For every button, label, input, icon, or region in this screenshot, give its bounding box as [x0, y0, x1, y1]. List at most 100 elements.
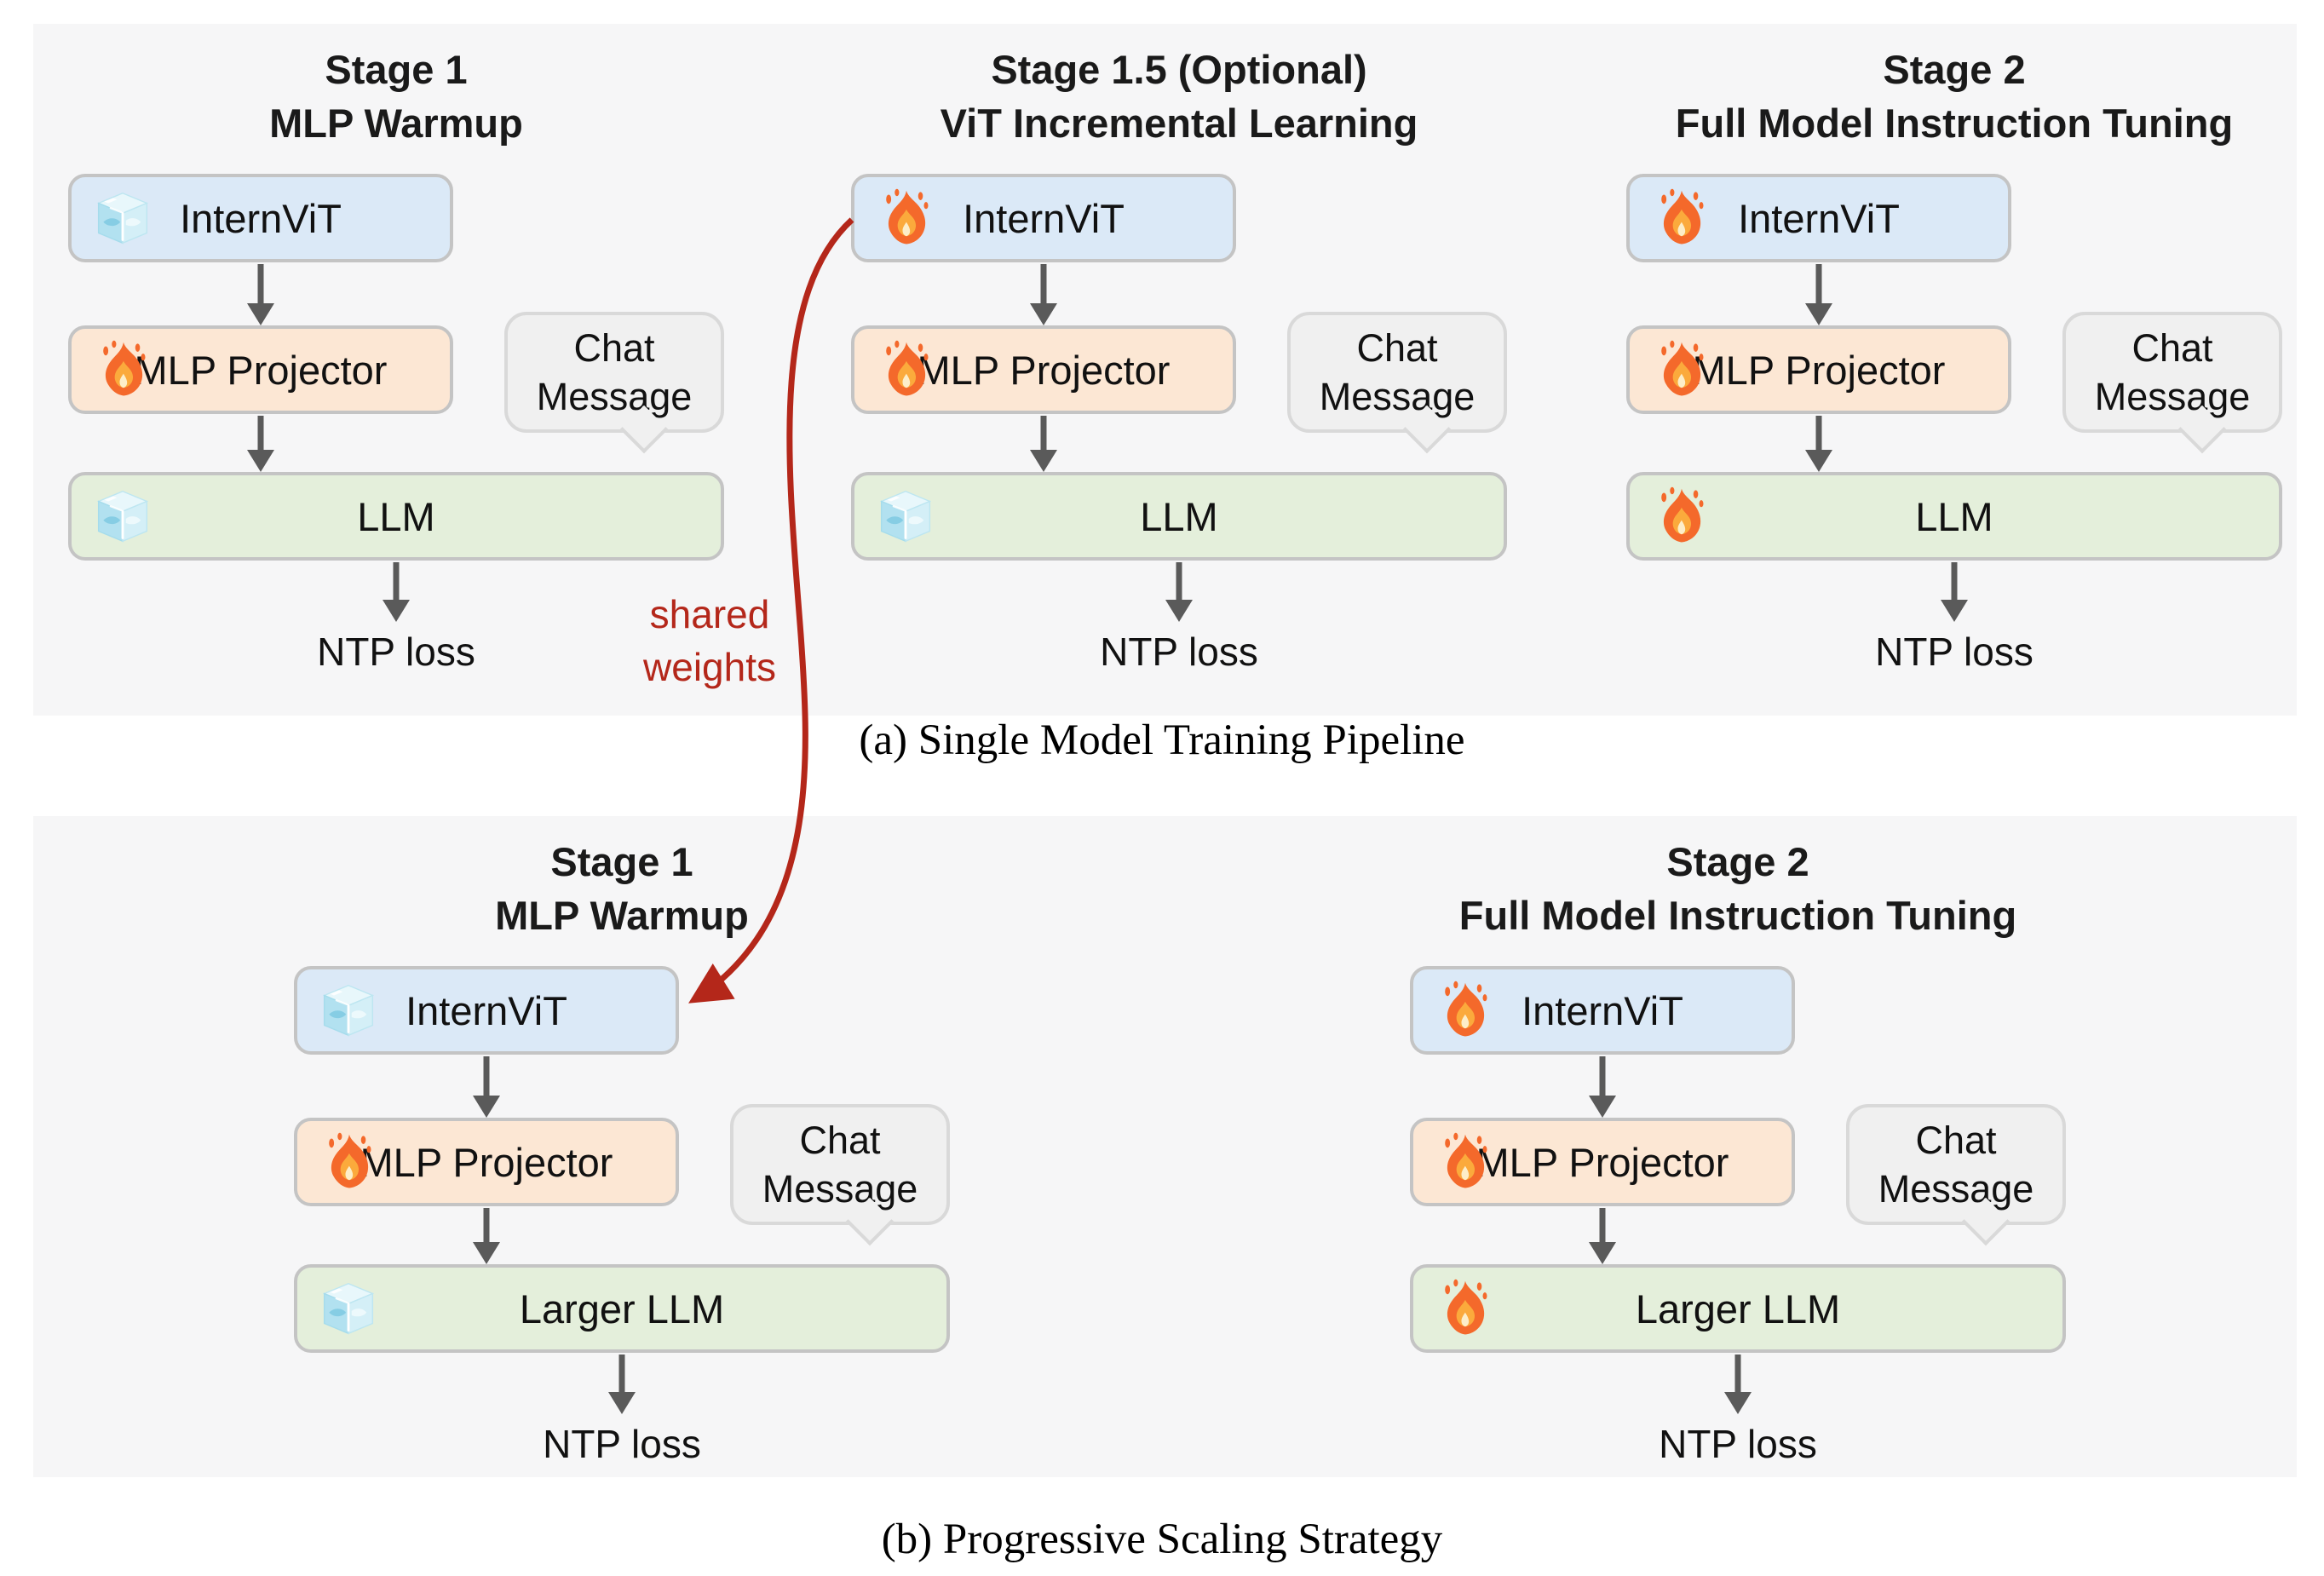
chat-line1: Chat: [573, 326, 655, 370]
fire-icon: [319, 1131, 377, 1193]
ice-cube-icon: [94, 187, 152, 249]
stage-title: Stage 2 Full Model Instruction Tuning: [1410, 835, 2066, 942]
stage-column: Stage 1 MLP Warmup InternViT MLP Project…: [294, 816, 950, 1467]
stage-title-line2: MLP Warmup: [269, 101, 523, 146]
block-label: InternViT: [963, 195, 1125, 241]
down-arrow: [1410, 1353, 2066, 1414]
ice-cube-icon: [319, 1278, 377, 1339]
projector-row: MLP Projector Chat Message: [1410, 1104, 2066, 1225]
stage-title-line2: ViT Incremental Learning: [940, 101, 1418, 146]
block-label: MLP Projector: [360, 1139, 613, 1185]
panel-a-caption: (a) Single Model Training Pipeline: [859, 716, 1465, 764]
chat-message-bubble: Chat Message: [1287, 312, 1507, 433]
panel-b-caption: (b) Progressive Scaling Strategy: [881, 1516, 1443, 1563]
mlp-projector-block: MLP Projector: [1410, 1118, 1795, 1206]
down-arrow: [294, 1206, 679, 1264]
ice-cube-icon: [94, 486, 152, 547]
ice-cube-icon: [94, 486, 152, 547]
down-arrow: [1626, 262, 2011, 325]
down-arrow: [1410, 1206, 1795, 1264]
ice-cube-icon: [319, 980, 377, 1041]
internvit-block: InternViT: [851, 174, 1236, 262]
ntp-loss-label: NTP loss: [1875, 630, 2034, 674]
mlp-projector-block: MLP Projector: [851, 325, 1236, 414]
fire-icon: [1652, 486, 1710, 547]
block-label: Larger LLM: [1635, 1286, 1841, 1332]
down-arrow: [1626, 414, 2011, 472]
down-arrow: [851, 414, 1236, 472]
panel-a-single-model-pipeline: Stage 1 MLP Warmup InternViT MLP Project…: [33, 24, 2297, 716]
projector-row: MLP Projector Chat Message: [1626, 312, 2282, 433]
fire-icon: [1435, 980, 1493, 1041]
block-label: MLP Projector: [134, 347, 388, 393]
block-label: InternViT: [406, 987, 567, 1033]
stage-title-line2: MLP Warmup: [495, 893, 749, 938]
stage-title-line1: Stage 2: [1666, 839, 1809, 884]
shared-weights-label: shared weights: [636, 588, 783, 693]
chat-line2: Message: [2094, 375, 2251, 418]
block-label: LLM: [357, 493, 435, 539]
stage-title-line1: Stage 2: [1883, 47, 2026, 92]
block-label: InternViT: [180, 195, 342, 241]
internvit-block: InternViT: [68, 174, 453, 262]
stage-column: Stage 2 Full Model Instruction Tuning In…: [1626, 24, 2282, 675]
llm-block: Larger LLM: [294, 1264, 950, 1353]
fire-icon: [1435, 1131, 1493, 1193]
ice-cube-icon: [319, 980, 377, 1041]
fire-icon: [1652, 339, 1710, 400]
stage-title: Stage 2 Full Model Instruction Tuning: [1626, 43, 2282, 150]
block-label: InternViT: [1738, 195, 1900, 241]
internvit-block: InternViT: [294, 966, 679, 1055]
ice-cube-icon: [319, 1278, 377, 1339]
down-arrow: [294, 1353, 950, 1414]
chat-message-bubble: Chat Message: [2062, 312, 2282, 433]
fire-icon: [1652, 187, 1710, 249]
block-label: MLP Projector: [1476, 1139, 1729, 1185]
chat-line1: Chat: [1915, 1119, 1997, 1162]
chat-line2: Message: [1319, 375, 1476, 418]
block-label: InternViT: [1522, 987, 1683, 1033]
stage-title: Stage 1 MLP Warmup: [68, 43, 724, 150]
projector-row: MLP Projector Chat Message: [294, 1104, 950, 1225]
chat-line2: Message: [1878, 1167, 2034, 1211]
down-arrow: [1626, 561, 2282, 622]
stage-title-line1: Stage 1: [325, 47, 468, 92]
chat-line1: Chat: [799, 1119, 881, 1162]
stage-column: Stage 1.5 (Optional) ViT Incremental Lea…: [851, 24, 1507, 675]
ntp-loss-label: NTP loss: [543, 1422, 701, 1466]
down-arrow: [1410, 1055, 1795, 1118]
llm-block: LLM: [851, 472, 1507, 561]
fire-icon: [877, 339, 935, 400]
fire-icon: [1435, 1278, 1493, 1339]
chat-line2: Message: [762, 1167, 918, 1211]
stage-column: Stage 2 Full Model Instruction Tuning In…: [1410, 816, 2066, 1467]
panel-b-progressive-scaling: Stage 1 MLP Warmup InternViT MLP Project…: [33, 816, 2297, 1477]
stage-column: Stage 1 MLP Warmup InternViT MLP Project…: [68, 24, 724, 675]
ice-cube-icon: [877, 486, 935, 547]
fire-icon: [94, 339, 152, 400]
fire-icon: [1435, 1278, 1493, 1339]
chat-message-bubble: Chat Message: [730, 1104, 950, 1225]
fire-icon: [877, 339, 935, 400]
block-label: Larger LLM: [519, 1286, 725, 1332]
down-arrow: [68, 561, 724, 622]
chat-message-bubble: Chat Message: [1846, 1104, 2066, 1225]
fire-icon: [1435, 1131, 1493, 1193]
fire-icon: [877, 187, 935, 249]
fire-icon: [1652, 486, 1710, 547]
fire-icon: [1435, 980, 1493, 1041]
ntp-loss-label: NTP loss: [317, 630, 475, 674]
stage-title-line1: Stage 1: [550, 839, 693, 884]
projector-row: MLP Projector Chat Message: [851, 312, 1507, 433]
down-arrow: [294, 1055, 679, 1118]
projector-row: MLP Projector Chat Message: [68, 312, 724, 433]
stage-title: Stage 1 MLP Warmup: [294, 835, 950, 942]
ntp-loss-label: NTP loss: [1100, 630, 1258, 674]
chat-line1: Chat: [1356, 326, 1438, 370]
fire-icon: [1652, 187, 1710, 249]
down-arrow: [68, 414, 453, 472]
fire-icon: [877, 187, 935, 249]
block-label: MLP Projector: [917, 347, 1171, 393]
chat-line1: Chat: [2131, 326, 2213, 370]
